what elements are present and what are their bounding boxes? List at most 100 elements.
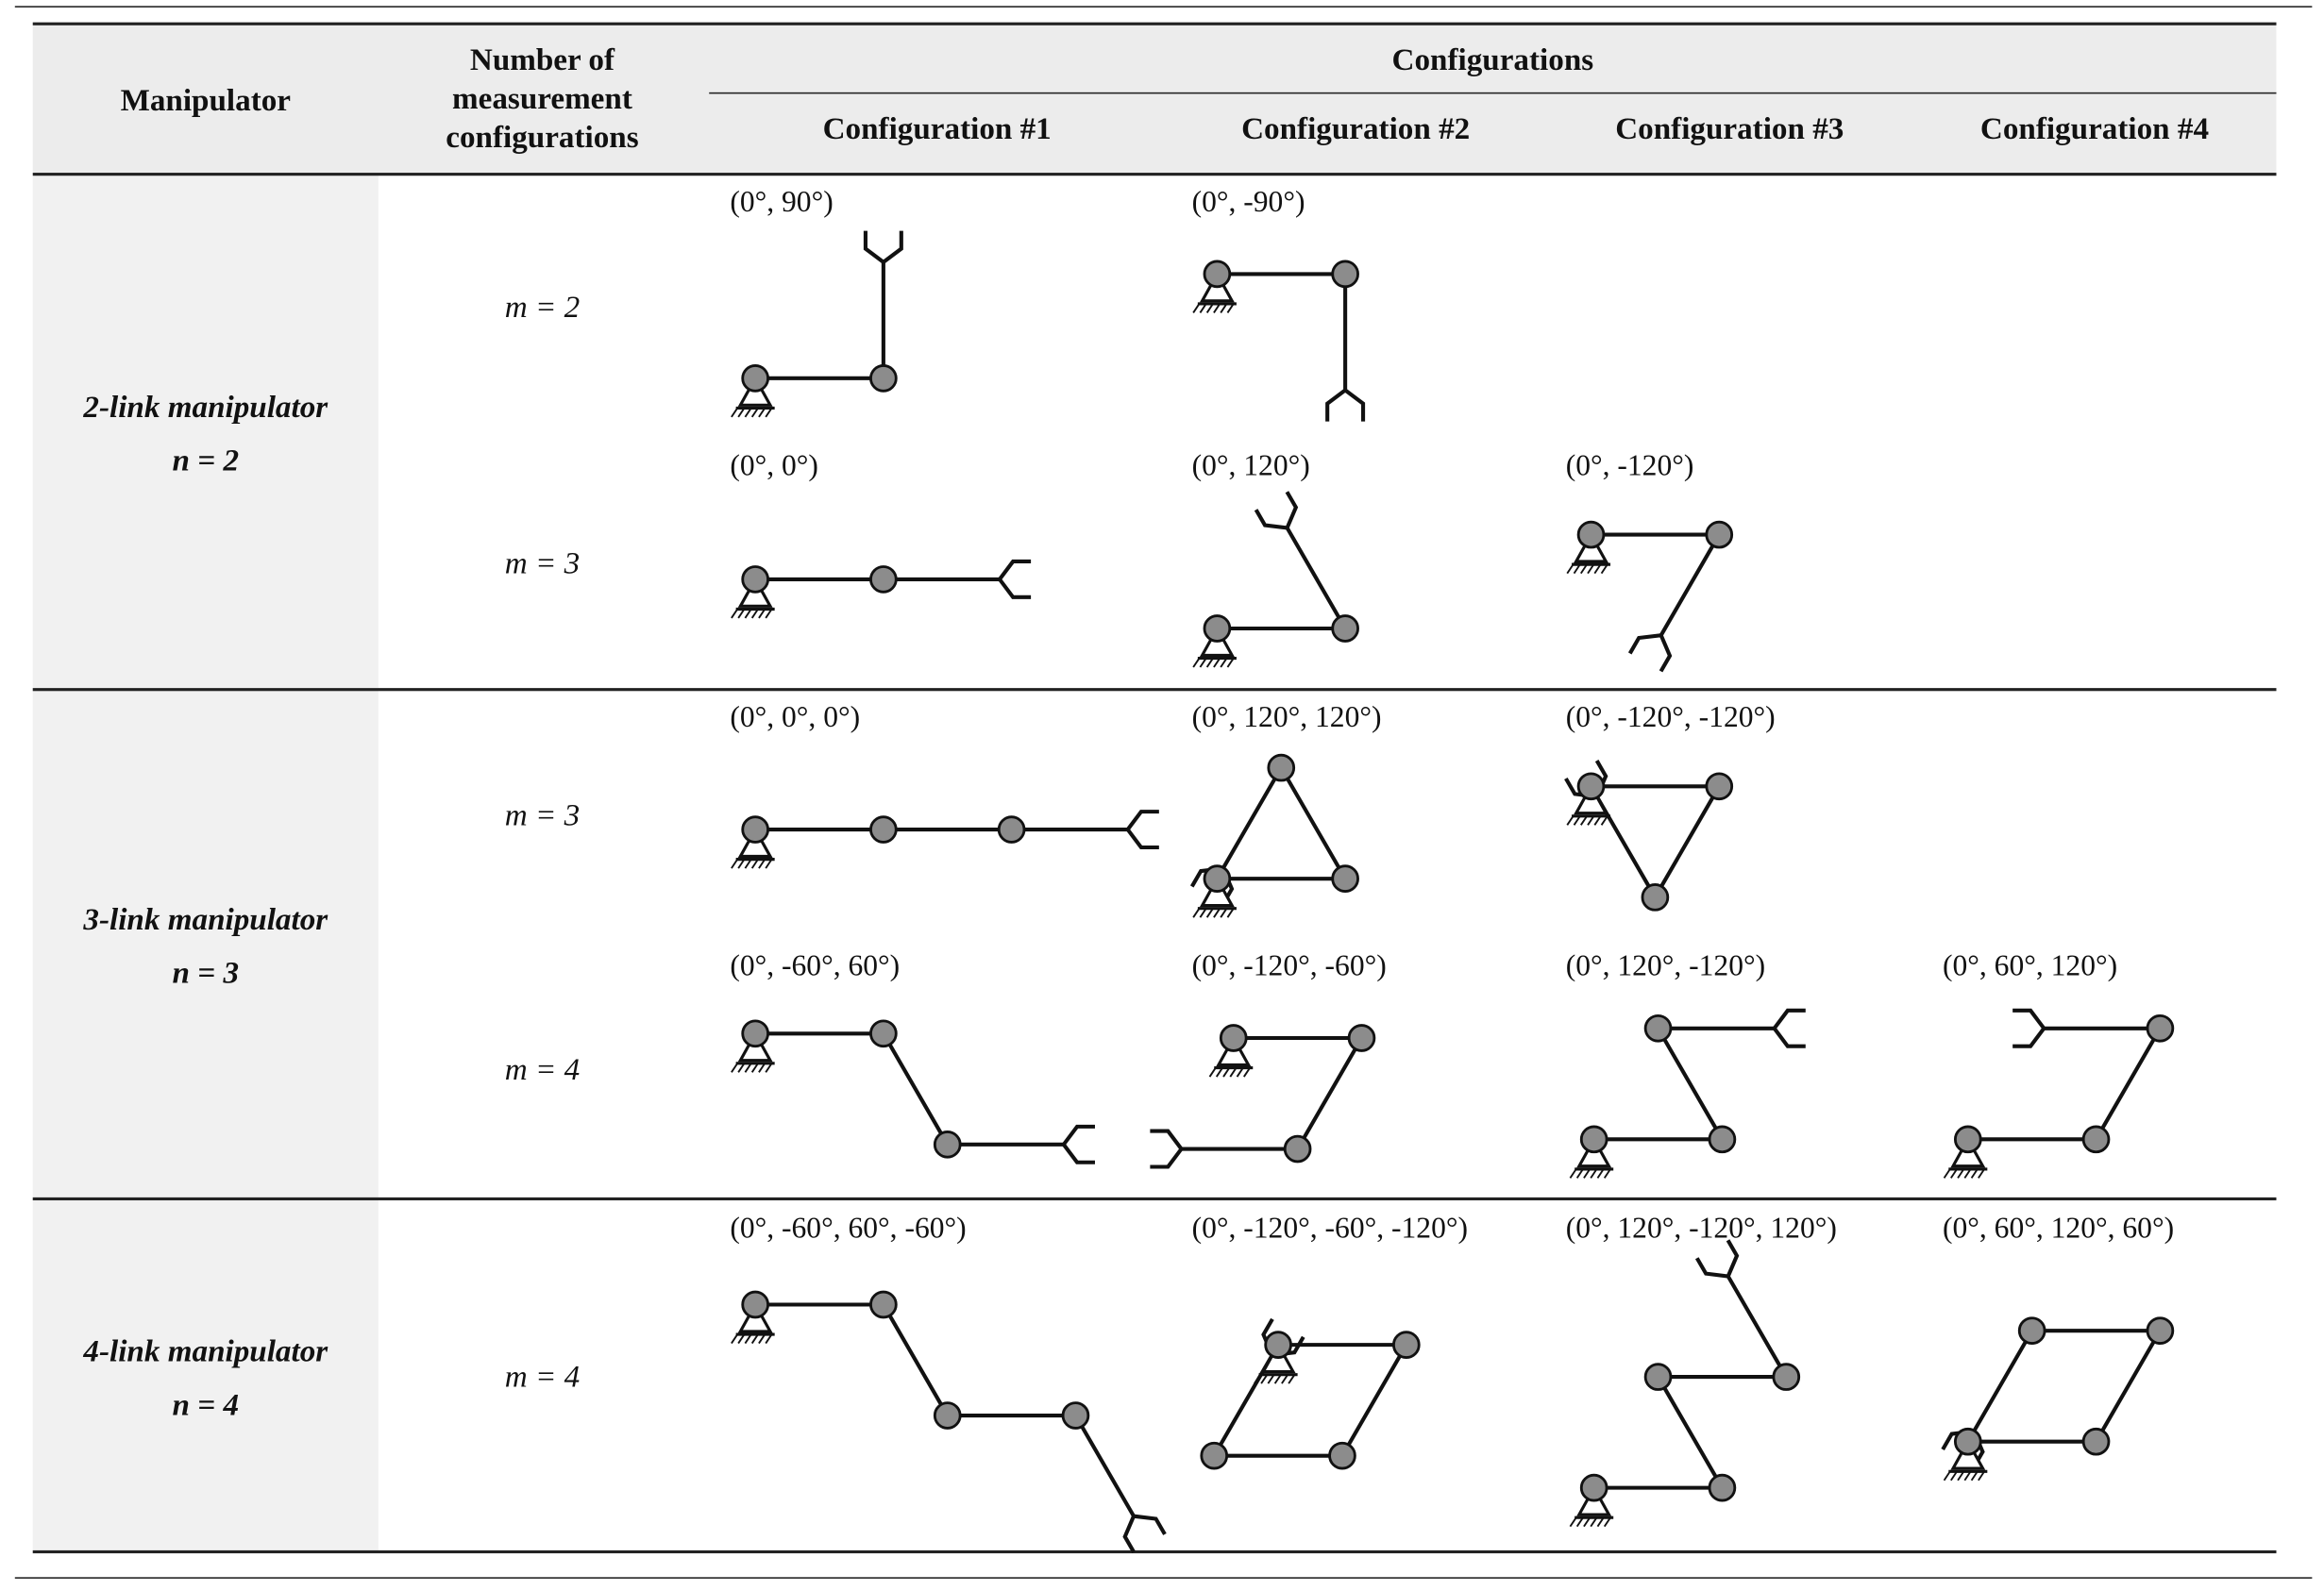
- ground-hatch: [1587, 563, 1595, 575]
- ground-hatch: [1220, 303, 1228, 313]
- ground-hatch: [1978, 1168, 1985, 1179]
- manipulator-link: [1726, 1275, 1789, 1379]
- joint-circle: [741, 1290, 769, 1319]
- ground-hatch: [1205, 908, 1214, 918]
- group-divider-2: [32, 1197, 2277, 1201]
- joint-circle: [869, 364, 898, 393]
- gripper-icon: [1150, 1129, 1185, 1169]
- ground-hatch: [1267, 1374, 1275, 1384]
- ground-hatch: [737, 407, 746, 418]
- header-measurement-line-1: Number of: [469, 42, 615, 78]
- ground-hatch: [1220, 658, 1228, 668]
- header-measurement: Number of measurement configurations: [379, 41, 706, 157]
- config-angles: (0°, 0°): [730, 449, 818, 483]
- header-measurement-line-3: configurations: [446, 119, 639, 156]
- config-angles: (0°, -120°, -120°): [1565, 701, 1776, 735]
- gripper-icon: [1254, 491, 1299, 530]
- ground-hatch: [737, 859, 746, 869]
- group-n-label: n = 3: [172, 954, 240, 991]
- config-angles: (0°, -120°): [1565, 449, 1694, 483]
- ground-hatch: [1288, 1374, 1296, 1384]
- ground-hatch: [731, 608, 738, 619]
- ground-hatch: [731, 1333, 738, 1345]
- bottom-rule: [32, 1549, 2277, 1554]
- joint-circle: [1643, 1363, 1673, 1391]
- ground-hatch: [737, 1063, 746, 1073]
- m-label-text: m = 4: [504, 1358, 581, 1395]
- configurations-underline: [709, 92, 2277, 94]
- group-name: 2-link manipulator: [83, 388, 328, 425]
- m-label-text: m = 3: [504, 544, 581, 581]
- manipulator-link: [1972, 1330, 2034, 1432]
- gripper-icon: [1772, 1008, 1806, 1048]
- ground-hatch: [1583, 1168, 1591, 1179]
- ground-hatch: [1569, 1168, 1577, 1179]
- joint-circle: [1203, 614, 1232, 643]
- joint-circle: [1200, 1441, 1229, 1470]
- header-configurations: Configurations: [1391, 42, 1594, 78]
- gripper-icon: [1061, 1124, 1095, 1164]
- config-angles: (0°, 90°): [730, 186, 834, 219]
- ground-hatch: [765, 1333, 773, 1345]
- group-3-link: 3-link manipulator n = 3: [33, 892, 379, 999]
- ground-hatch: [1226, 303, 1235, 313]
- joint-circle: [741, 565, 769, 594]
- joint-circle: [1331, 864, 1359, 893]
- config-angles: (0°, -120°, -60°, -120°): [1191, 1212, 1469, 1246]
- ground-hatch: [765, 608, 773, 619]
- manipulator-link: [882, 1032, 950, 1146]
- config-angles: (0°, 120°, -120°, 120°): [1565, 1212, 1837, 1246]
- config-angles: (0°, -60°, 60°): [730, 949, 901, 983]
- ground-hatch: [1254, 1374, 1261, 1384]
- gripper-icon: [2012, 1008, 2046, 1048]
- header-background: [32, 25, 2277, 175]
- config-angles: (0°, 120°): [1191, 449, 1310, 483]
- joint-circle: [1061, 1401, 1090, 1430]
- ground-hatch: [737, 608, 746, 619]
- ground-hatch: [1192, 908, 1201, 918]
- header-measurement-line-2: measurement: [452, 80, 632, 117]
- config-angles: (0°, 60°, 120°): [1942, 949, 2118, 983]
- joint-circle: [1579, 1473, 1608, 1502]
- joint-circle: [1953, 1125, 1982, 1154]
- ground-hatch: [1957, 1168, 1965, 1179]
- joint-circle: [1953, 1427, 1982, 1456]
- gripper-icon: [1122, 1514, 1167, 1553]
- manipulator-link: [1221, 766, 1284, 870]
- ground-hatch: [1600, 815, 1608, 826]
- ground-hatch: [1963, 1470, 1972, 1482]
- ground-hatch: [1590, 1168, 1598, 1179]
- ground-hatch: [1215, 1067, 1223, 1078]
- m-label-text: m = 2: [504, 289, 581, 326]
- manipulator-link: [1295, 1036, 1364, 1150]
- joint-circle: [1203, 260, 1232, 289]
- ground-hatch: [758, 1333, 766, 1345]
- header-bottom-rule: [32, 173, 2277, 176]
- ground-hatch: [1943, 1470, 1951, 1482]
- joint-circle: [869, 1019, 898, 1048]
- ground-hatch: [744, 608, 752, 619]
- manipulator-column-background: [32, 176, 379, 1552]
- manipulator-link: [1340, 1344, 1408, 1457]
- ground-hatch: [1229, 1067, 1238, 1078]
- ground-hatch: [1243, 1067, 1251, 1078]
- config-angles: (0°, -60°, 60°, -60°): [730, 1212, 967, 1246]
- ground-hatch: [1273, 1374, 1282, 1384]
- joint-circle: [1283, 1134, 1312, 1164]
- m-label: m = 3: [379, 796, 706, 833]
- ground-hatch: [750, 1063, 759, 1073]
- joint-circle: [1705, 520, 1734, 549]
- ground-hatch: [1978, 1470, 1985, 1482]
- ground-hatch: [1603, 1516, 1611, 1528]
- ground-hatch: [765, 407, 773, 418]
- joint-circle: [869, 565, 898, 594]
- ground-hatch: [1260, 1374, 1269, 1384]
- ground-hatch: [1199, 303, 1207, 313]
- ground-hatch: [1596, 1516, 1605, 1528]
- ground-hatch: [1950, 1168, 1958, 1179]
- joint-circle: [741, 364, 769, 393]
- top-rule: [32, 22, 2277, 25]
- ground-hatch: [1226, 908, 1235, 918]
- ground-hatch: [1281, 1374, 1288, 1384]
